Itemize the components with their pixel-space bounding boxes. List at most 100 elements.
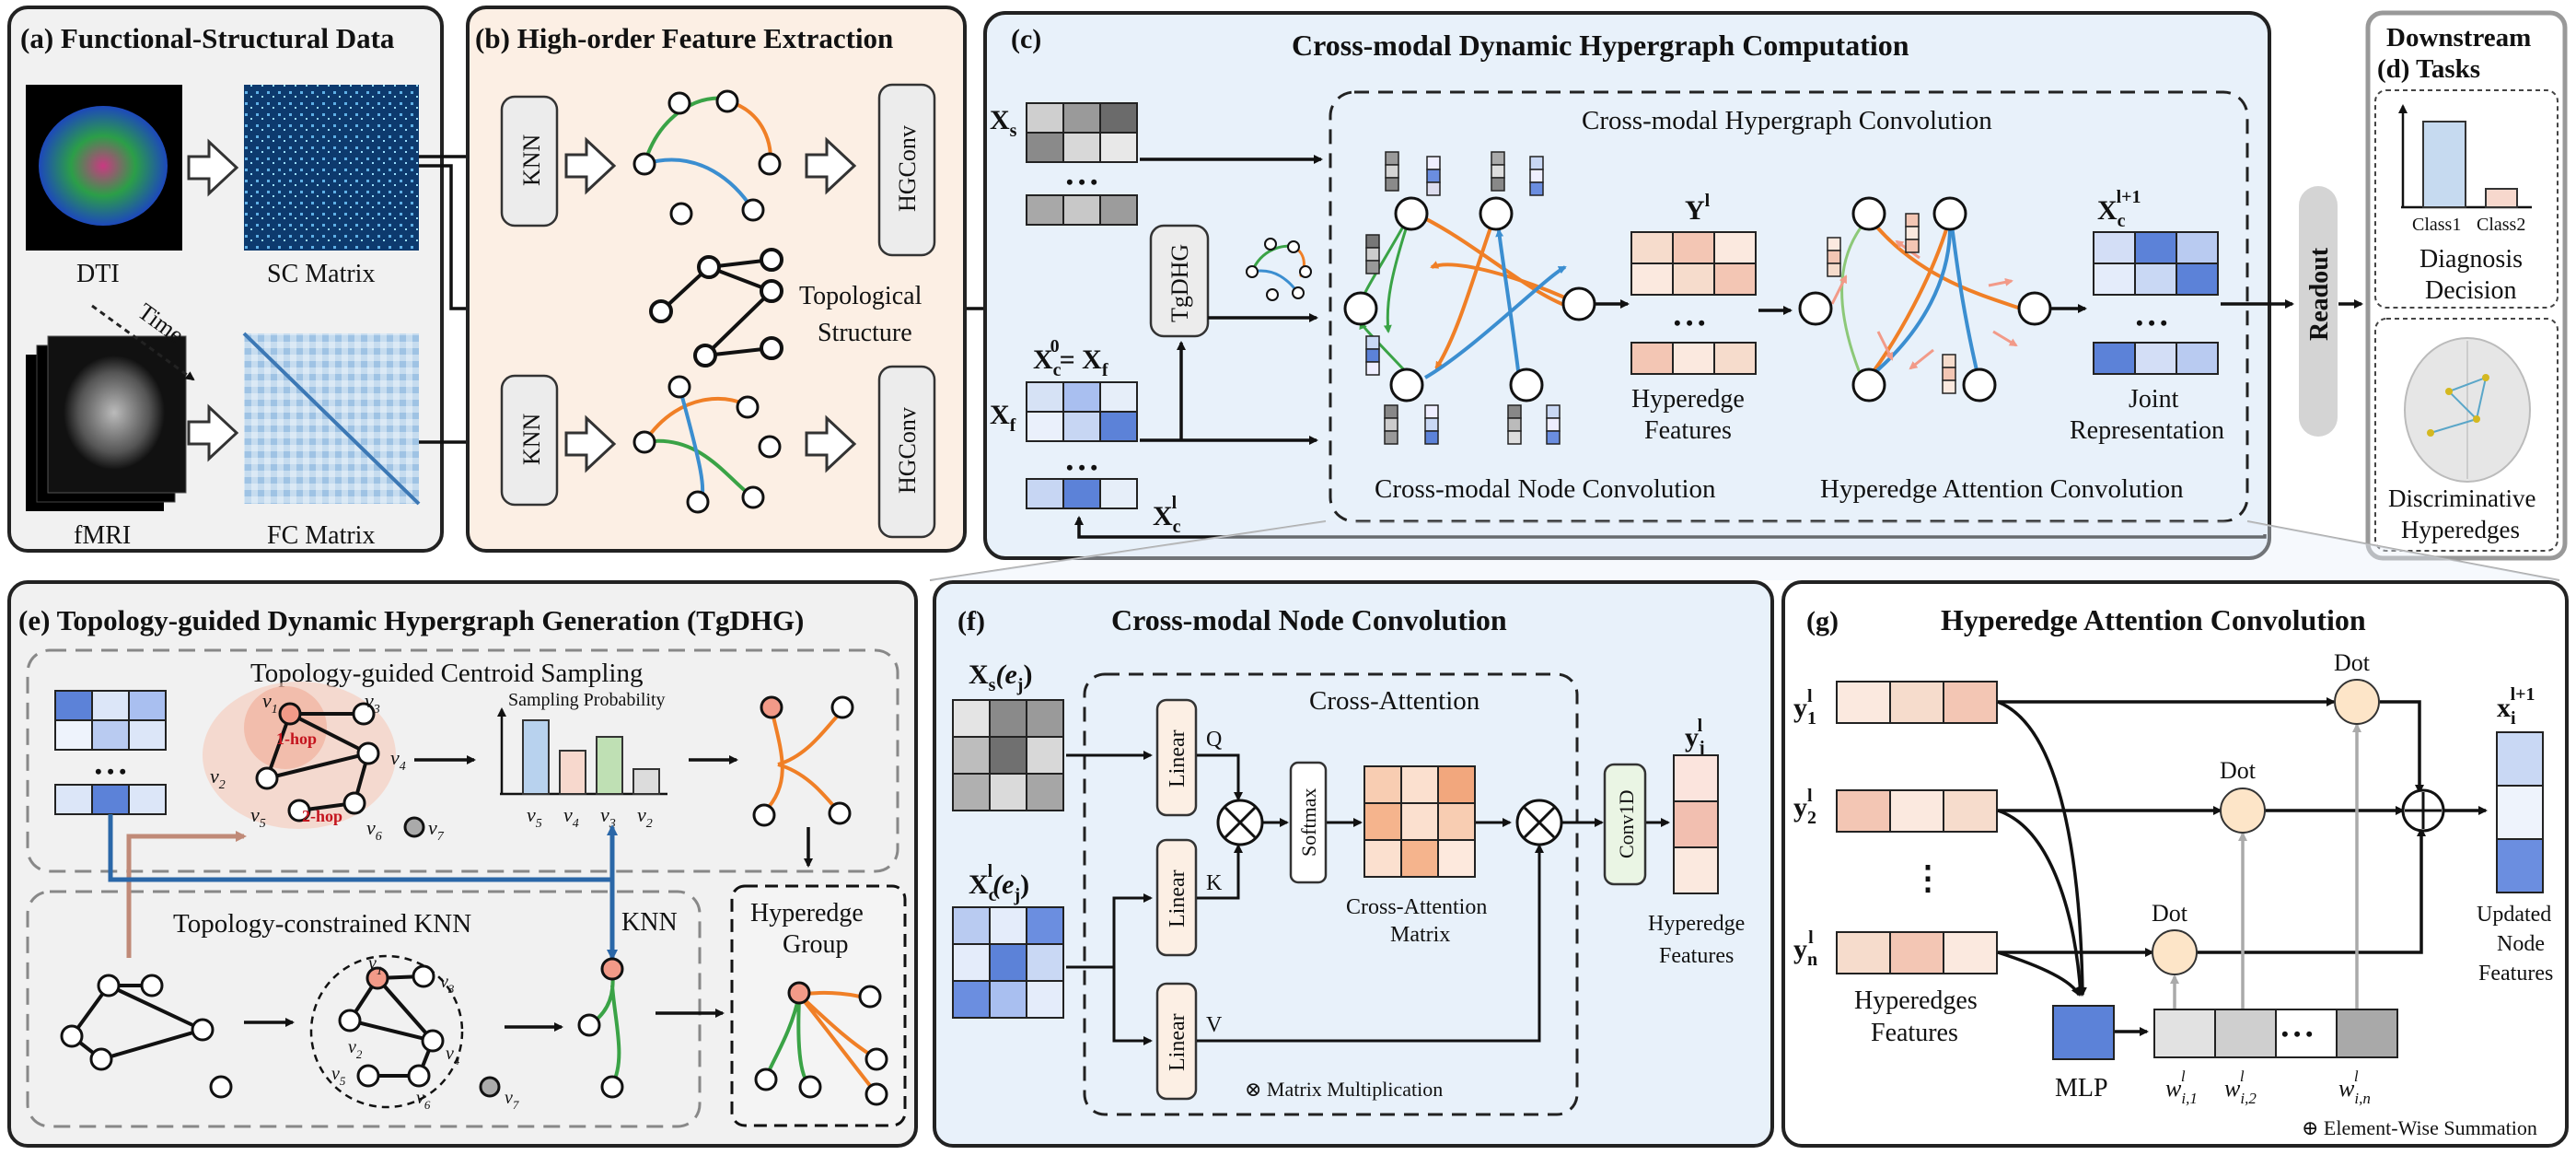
sampling-label: Sampling Probability <box>508 690 666 710</box>
xf-matrix <box>1026 381 1138 509</box>
ellipsis: • • • <box>95 760 126 783</box>
svg-text:v6: v6 <box>366 816 382 844</box>
panel-b: (b) High-order Feature Extraction KNN HG… <box>466 6 967 553</box>
panel-e-title: (e) Topology-guided Dynamic Hypergraph G… <box>18 604 804 636</box>
topology-graph-icon <box>649 248 783 368</box>
cross-attention-title: Cross-Attention <box>1309 686 1480 716</box>
weight-vector <box>2153 1009 2398 1058</box>
svg-text:v3: v3 <box>365 689 380 717</box>
xc-next-label: Xcl+1 <box>2097 187 2141 231</box>
sampling-probability-chart: Sampling Probability v5 v4 v3 v2 <box>497 690 667 831</box>
sampled-hyperedge-icon <box>752 695 854 827</box>
svg-text:v1: v1 <box>262 689 278 717</box>
hyperedge-features-1: Hyperedge <box>1631 385 1745 414</box>
hgconv-label: HGConv <box>894 125 921 212</box>
svg-text:y2l: y2l <box>1793 786 1816 828</box>
panel-f: (f) Cross-modal Node Convolution Xs(ej) … <box>933 580 1774 1148</box>
panel-d: Downstream (d) Tasks Class1 Class2 Diagn… <box>2365 10 2568 561</box>
arrow-icon <box>187 138 239 197</box>
joint-rep-2: Representation <box>2070 416 2224 445</box>
k-label: K <box>1206 871 1223 895</box>
y-vectors <box>1836 681 1998 974</box>
fmri-label: fMRI <box>74 521 131 550</box>
svg-text:v4: v4 <box>563 803 579 831</box>
attention-matrix-label-1: Cross-Attention <box>1346 895 1487 919</box>
node-conv-caption: Cross-modal Node Convolution <box>1375 474 1716 504</box>
conv1d-label: Conv1D <box>1615 789 1638 858</box>
hyperedges-features-2: Features <box>1871 1019 1958 1047</box>
small-hypergraph-icon <box>1246 238 1312 301</box>
yl-label: Yl <box>1685 191 1711 226</box>
hop-graph: v1 v3 v2 v4 v5 v6 v7 1-hop 2-hop <box>203 682 445 844</box>
diagnosis-label-2: Decision <box>2425 276 2517 305</box>
yj-vector <box>1673 754 1719 894</box>
bar-v3 <box>596 736 623 795</box>
yj-label: yjl <box>1685 716 1705 758</box>
svg-text:v3: v3 <box>440 972 455 996</box>
svg-text:wi,nl: wi,nl <box>2338 1068 2371 1107</box>
panel-e: (e) Topology-guided Dynamic Hypergraph G… <box>7 580 918 1148</box>
arrow-icon <box>805 414 857 473</box>
bar-v4 <box>559 750 586 795</box>
xi-label: xil+1 <box>2497 684 2535 729</box>
yl-matrix <box>1630 231 1757 375</box>
cross-attention-box <box>1083 672 1579 1116</box>
knn-neighborhood-graph: v1 v3 v2 v4 v5 v6 v7 <box>309 953 519 1112</box>
dot-node <box>2152 929 2198 975</box>
hyperedge-features-f-1: Hyperedge <box>1648 912 1745 936</box>
fmri-stack <box>26 335 187 511</box>
xcl-ej-label: Xcl(ej) <box>969 861 1029 905</box>
cross-modal-hypergraph-conv <box>1329 90 2249 523</box>
svg-text:v2: v2 <box>210 764 226 792</box>
xs-matrix <box>1026 102 1138 226</box>
diagnosis-bar-chart: Class1 Class2 <box>2398 104 2532 235</box>
ellipsis: • • • <box>1674 311 1705 334</box>
bar-v5 <box>522 719 550 795</box>
topology-graph-e <box>60 974 233 1099</box>
discriminative-label-2: Hyperedges <box>2401 516 2520 543</box>
knn-arrow-label: KNN <box>621 908 678 937</box>
svg-text:wi,2l: wi,2l <box>2224 1068 2257 1107</box>
svg-text:ynl: ynl <box>1793 928 1817 970</box>
class1-bar <box>2422 121 2466 208</box>
tgdhg-label: TgDHG <box>1166 244 1193 322</box>
hyperedge-features-f-2: Features <box>1659 944 1734 968</box>
panel-f-heading: Cross-modal Node Convolution <box>1111 603 1507 636</box>
panel-d-title-2: (d) Tasks <box>2377 54 2480 84</box>
svg-text:y1l: y1l <box>1793 686 1816 729</box>
conv1d-box <box>1603 763 1647 886</box>
hyperedge-group-1: Hyperedge <box>750 899 864 928</box>
svg-text:v5: v5 <box>331 1064 346 1088</box>
panel-a-title: (a) Functional-Structural Data <box>20 22 395 54</box>
knn-label: KNN <box>518 413 545 465</box>
panel-c-heading: Cross-modal Dynamic Hypergraph Computati… <box>1292 29 1909 62</box>
mlp-label: MLP <box>2055 1074 2108 1102</box>
dot-label: Dot <box>2334 649 2371 676</box>
ellipsis: • • • <box>1066 170 1097 193</box>
class2-label: Class2 <box>2477 215 2525 235</box>
dot-node <box>2334 679 2380 725</box>
matmul-icon <box>1515 799 1563 846</box>
matmul-legend: ⊗ Matrix Multiplication <box>1245 1078 1443 1101</box>
dti-brain-icon <box>39 106 168 226</box>
hgconv-label: HGConv <box>894 407 921 494</box>
hyperedge-features-2: Features <box>1644 416 1732 445</box>
hyper-att-caption: Hyperedge Attention Convolution <box>1820 474 2184 504</box>
tgdhg-box <box>1149 224 1210 338</box>
svg-text:v2: v2 <box>637 803 653 831</box>
softmax-label: Softmax <box>1297 788 1320 857</box>
svg-text:v3: v3 <box>600 803 616 831</box>
hypergraph-icon-bottom <box>632 375 782 514</box>
panel-d-title-1: Downstream <box>2386 23 2531 52</box>
diagnosis-label-1: Diagnosis <box>2419 245 2523 274</box>
xs-label: Xs <box>990 105 1017 141</box>
hyperedge-group-icon <box>754 981 888 1106</box>
dot-nodes <box>2152 679 2380 975</box>
softmax-box <box>1289 761 1328 884</box>
hgconv-box-bottom <box>877 365 936 539</box>
knn-label: KNN <box>518 134 545 186</box>
svg-text:v7: v7 <box>505 1088 519 1112</box>
svg-text:v5: v5 <box>527 803 542 831</box>
hop1-label: 1-hop <box>276 729 317 748</box>
arrow-icon <box>805 136 857 195</box>
